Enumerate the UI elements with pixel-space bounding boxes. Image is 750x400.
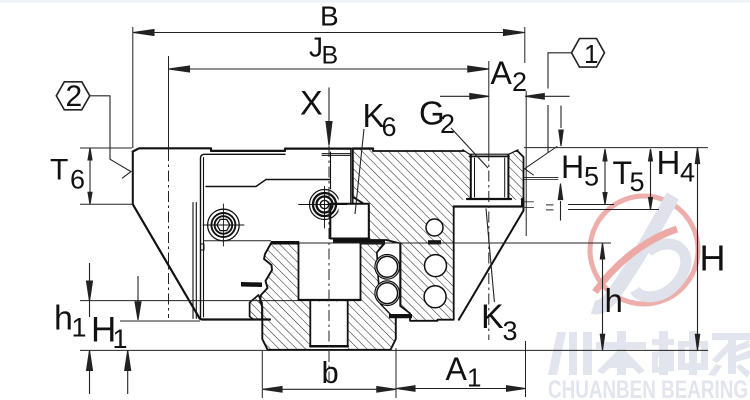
- svg-text:CHUANBEN BEARING: CHUANBEN BEARING: [548, 376, 748, 400]
- svg-text:X: X: [300, 85, 323, 123]
- svg-text:B: B: [322, 42, 339, 70]
- svg-text:K: K: [481, 298, 504, 336]
- svg-text:1: 1: [72, 313, 87, 343]
- svg-text:3: 3: [503, 316, 518, 346]
- svg-text:2: 2: [66, 80, 83, 113]
- svg-text:H: H: [700, 238, 726, 279]
- svg-text:6: 6: [382, 112, 397, 142]
- svg-text:5: 5: [584, 162, 599, 192]
- svg-text:J: J: [309, 32, 323, 63]
- svg-text:T: T: [613, 155, 633, 191]
- svg-text:H: H: [561, 149, 584, 185]
- svg-text:G: G: [419, 95, 445, 132]
- svg-text:4: 4: [680, 158, 695, 188]
- svg-text:A: A: [446, 351, 468, 387]
- svg-text:H: H: [91, 311, 116, 350]
- svg-text:T: T: [50, 154, 68, 187]
- svg-text:2: 2: [512, 67, 527, 97]
- svg-text:h: h: [605, 282, 623, 319]
- svg-text:A: A: [491, 55, 513, 91]
- svg-text:h: h: [54, 300, 73, 338]
- svg-text:1: 1: [113, 324, 128, 354]
- svg-text:B: B: [320, 1, 339, 32]
- svg-text:H: H: [657, 144, 681, 181]
- svg-text:1: 1: [467, 363, 481, 393]
- svg-text:K: K: [363, 97, 385, 134]
- svg-text:1: 1: [584, 39, 598, 69]
- svg-text:5: 5: [630, 167, 645, 197]
- svg-text:b: b: [322, 355, 339, 390]
- svg-text:6: 6: [70, 165, 85, 195]
- svg-text:2: 2: [440, 109, 455, 139]
